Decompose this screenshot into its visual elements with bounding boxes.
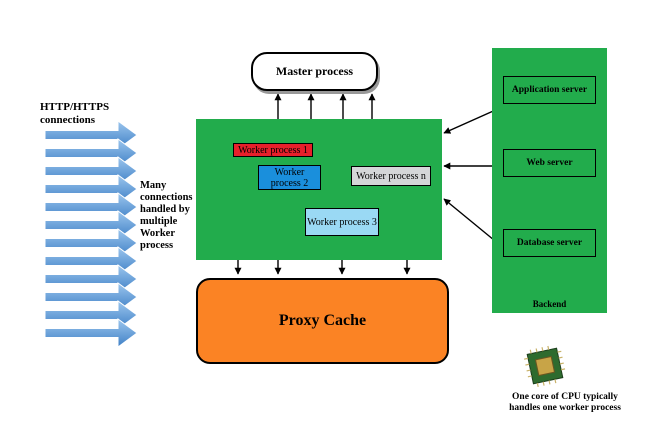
http-arrow-8 <box>44 246 138 276</box>
http-arrow-6 <box>44 210 138 240</box>
master-process-box: Master process <box>251 52 378 91</box>
http-arrow-10 <box>44 282 138 312</box>
http-connections-label: HTTP/HTTPS connections <box>40 101 110 126</box>
database-server-box: Database server <box>503 229 596 257</box>
worker-process-3-box: Worker process 3 <box>305 208 379 236</box>
http-arrow-7 <box>44 228 138 258</box>
arrow-zone-dbserver <box>443 198 501 246</box>
http-arrow-2 <box>44 138 138 168</box>
http-arrow-12 <box>44 318 138 348</box>
arrow-zone-appserver <box>443 107 501 134</box>
web-server-box: Web server <box>503 149 596 177</box>
http-arrow-9 <box>44 264 138 294</box>
http-arrow-1 <box>44 120 138 150</box>
application-server-box: Application server <box>503 76 596 104</box>
http-arrow-4 <box>44 174 138 204</box>
cpu-chip-icon <box>524 345 566 387</box>
http-connection-arrows <box>44 120 138 348</box>
http-arrow-5 <box>44 192 138 222</box>
worker-process-1-box: Worker process 1 <box>233 143 313 157</box>
backend-zone <box>492 48 607 313</box>
cpu-note: One core of CPU typically handles one wo… <box>509 392 621 414</box>
http-arrow-11 <box>44 300 138 330</box>
backend-label: Backend <box>532 299 567 309</box>
many-connections-note: Many connections handled by multiple Wor… <box>140 180 193 252</box>
proxy-cache-box: Proxy Cache <box>196 278 449 364</box>
worker-process-n-box: Worker process n <box>351 166 431 186</box>
http-arrow-3 <box>44 156 138 186</box>
worker-process-2-box: Worker process 2 <box>258 165 321 190</box>
